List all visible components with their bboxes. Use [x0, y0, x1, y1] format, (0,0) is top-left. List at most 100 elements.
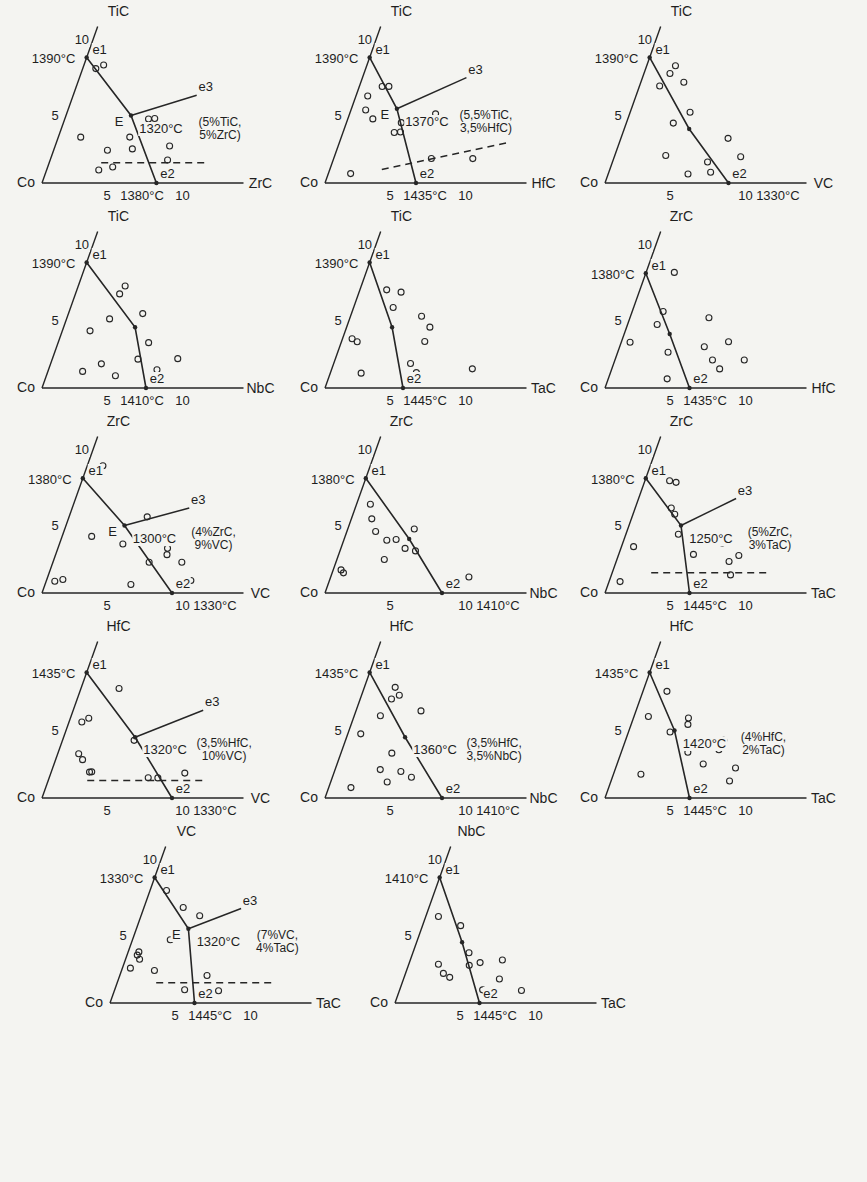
point-label: e1: [651, 259, 667, 273]
sample-point: [381, 556, 387, 562]
axis-tick: 10: [737, 394, 753, 408]
sample-point: [398, 768, 404, 774]
sample-point: [175, 356, 181, 362]
component-label: Co: [299, 175, 319, 189]
point-label: e1: [91, 43, 107, 57]
component-label: Co: [579, 380, 599, 394]
section-line: [101, 162, 205, 163]
point-label: e1: [374, 248, 390, 262]
component-label: NbC: [245, 381, 275, 395]
axis-line: [42, 26, 98, 183]
axis-tick: 5: [385, 189, 394, 203]
sample-point: [736, 552, 742, 558]
component-label: Co: [16, 790, 36, 804]
sample-point: [52, 578, 58, 584]
eutectic-point: [122, 523, 126, 527]
sample-point: [499, 957, 505, 963]
axis-line: [42, 592, 244, 593]
eutectic-point: [192, 1001, 196, 1005]
eutectic-point: [668, 332, 672, 336]
sample-point: [182, 770, 188, 776]
sample-point: [466, 950, 472, 956]
sample-point: [402, 545, 408, 551]
sample-point: [667, 71, 673, 77]
sample-point: [388, 696, 394, 702]
temperature-label: 1370°C: [404, 115, 450, 129]
component-label: ZrC: [669, 414, 694, 428]
eutectic-point: [687, 796, 691, 800]
component-label: TiC: [107, 4, 130, 18]
point-label: E: [114, 115, 125, 129]
sample-point: [705, 159, 711, 165]
axis-line: [42, 387, 244, 388]
component-label: VC: [250, 791, 271, 805]
eutectic-line: [646, 478, 690, 593]
sample-point: [681, 79, 687, 85]
temperature-label: 1445°C: [472, 1009, 518, 1023]
point-label: e2: [692, 372, 708, 386]
sample-point: [709, 357, 715, 363]
axis-line: [395, 846, 451, 1003]
sample-point: [391, 129, 397, 135]
temperature-label: 1390°C: [31, 257, 77, 271]
sample-point: [645, 713, 651, 719]
temperature-label: 1410°C: [119, 394, 165, 408]
eutectic-line: [366, 478, 442, 593]
eutectic-point: [81, 476, 85, 480]
eutectic-line: [650, 57, 729, 183]
sample-point: [496, 976, 502, 982]
sample-point: [654, 322, 660, 328]
component-label: ZrC: [389, 414, 414, 428]
sample-point: [717, 366, 723, 372]
sample-point: [165, 157, 171, 163]
sample-point: [726, 558, 732, 564]
sample-point: [466, 574, 472, 580]
axis-tick: 10: [737, 599, 753, 613]
composition-label: (3,5%HfC, 10%VC): [188, 737, 260, 763]
sample-point: [377, 767, 383, 773]
sample-point: [216, 988, 222, 994]
component-label: HfC: [105, 619, 131, 633]
sample-point: [701, 344, 707, 350]
temperature-label: 1410°C: [384, 872, 430, 886]
eutectic-line: [188, 909, 241, 929]
temperature-label: 1390°C: [314, 257, 360, 271]
temperature-label: 1380°C: [310, 473, 356, 487]
eutectic-line: [646, 273, 690, 388]
sample-point: [670, 120, 676, 126]
sample-point: [86, 715, 92, 721]
axis-line: [325, 797, 527, 798]
axis-line: [325, 182, 527, 183]
temperature-label: 1360°C: [412, 743, 458, 757]
sample-point: [96, 167, 102, 173]
sample-point: [117, 291, 123, 297]
component-label: VC: [813, 176, 834, 190]
sample-point: [660, 308, 666, 314]
axis-line: [42, 641, 98, 798]
eutectic-point: [407, 537, 411, 541]
sample-point: [741, 357, 747, 363]
sample-point: [671, 269, 677, 275]
axis-tick: 10: [737, 804, 753, 818]
sample-point: [363, 107, 369, 113]
temperature-label: 1410°C: [475, 599, 521, 613]
sample-point: [422, 338, 428, 344]
point-label: e2: [419, 167, 435, 181]
sample-point: [145, 775, 151, 781]
point-label: e1: [159, 863, 175, 877]
point-label: e1: [654, 658, 670, 672]
temperature-label: 1390°C: [314, 52, 360, 66]
component-label: TaC: [315, 996, 342, 1010]
temperature-label: 1435°C: [682, 394, 728, 408]
sample-point: [733, 765, 739, 771]
eutectic-point: [460, 940, 464, 944]
sample-point: [93, 66, 99, 72]
sample-point: [107, 316, 113, 322]
axis-tick: 5: [50, 109, 59, 123]
sample-point: [627, 339, 633, 345]
temperature-label: 1435°C: [314, 667, 360, 681]
point-label: E: [380, 108, 391, 122]
point-label: e1: [371, 464, 387, 478]
axis-tick: 10: [737, 189, 753, 203]
component-label: Co: [299, 380, 319, 394]
